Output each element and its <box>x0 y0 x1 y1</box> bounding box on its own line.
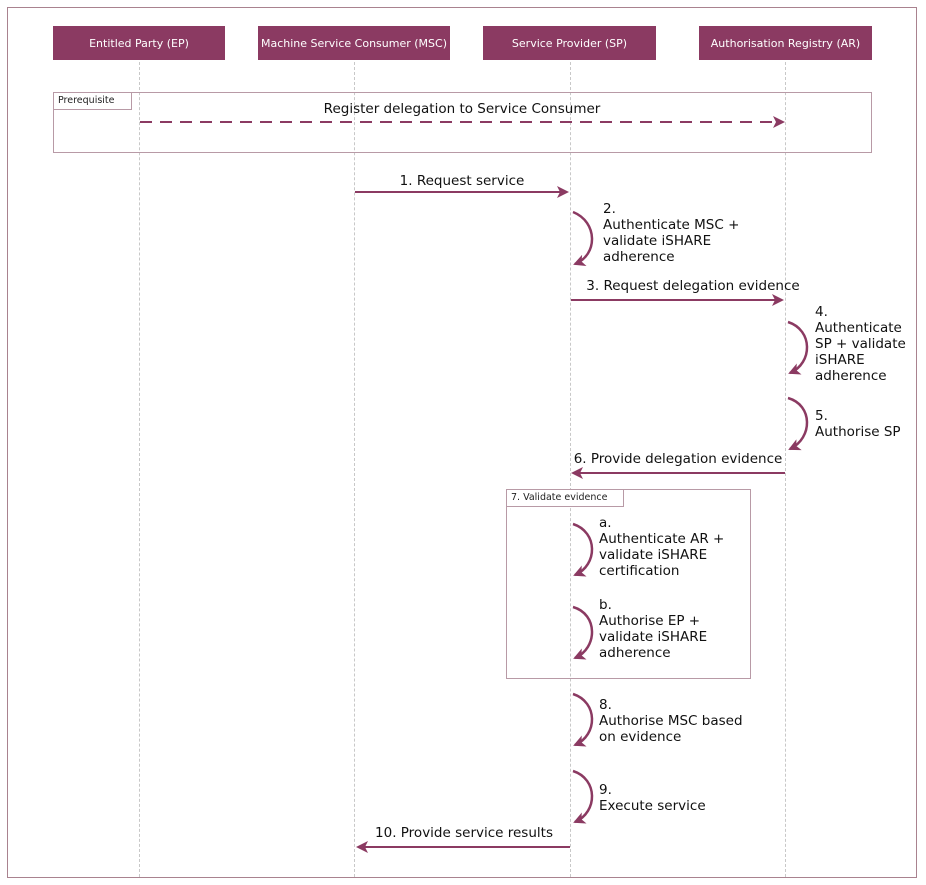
lifeline-ep <box>139 62 140 877</box>
message-2-label: 2. Authenticate MSC + validate iSHARE ad… <box>603 201 740 265</box>
prerequisite-fragment: Prerequisite <box>53 92 872 153</box>
prerequisite-message-label: Register delegation to Service Consumer <box>323 101 601 117</box>
message-7a-label: a. Authenticate AR + validate iSHARE cer… <box>599 515 725 579</box>
prerequisite-fragment-title: Prerequisite <box>54 93 132 110</box>
message-10-label: 10. Provide service results <box>375 825 553 841</box>
message-8-label: 8. Authorise MSC based on evidence <box>599 697 743 745</box>
actor-authorisation-registry: Authorisation Registry (AR) <box>699 26 872 60</box>
message-3-label: 3. Request delegation evidence <box>586 278 800 294</box>
diagram-frame <box>7 7 917 878</box>
message-6-label: 6. Provide delegation evidence <box>573 451 783 467</box>
message-4-label: 4. Authenticate SP + validate iSHARE adh… <box>815 304 906 384</box>
validate-evidence-fragment-title: 7. Validate evidence <box>507 490 625 507</box>
actor-machine-service-consumer: Machine Service Consumer (MSC) <box>258 26 450 60</box>
message-9-label: 9. Execute service <box>599 782 706 814</box>
arrow-8-self <box>572 692 594 747</box>
validate-evidence-fragment: 7. Validate evidence <box>506 489 751 679</box>
arrow-9-self <box>572 769 594 824</box>
arrow-2-self <box>572 210 594 266</box>
arrow-5-self <box>787 396 809 451</box>
arrow-7a-self <box>572 522 594 577</box>
lifeline-sp <box>570 62 571 877</box>
actor-entitled-party: Entitled Party (EP) <box>53 26 225 60</box>
message-5-label: 5. Authorise SP <box>815 408 901 440</box>
arrow-7b-self <box>572 605 594 660</box>
lifeline-msc <box>354 62 355 877</box>
arrow-4-self <box>787 320 809 375</box>
message-1-label: 1. Request service <box>399 173 525 189</box>
message-7b-label: b. Authorise EP + validate iSHARE adhere… <box>599 597 708 661</box>
lifeline-ar <box>785 62 786 877</box>
actor-service-provider: Service Provider (SP) <box>483 26 656 60</box>
